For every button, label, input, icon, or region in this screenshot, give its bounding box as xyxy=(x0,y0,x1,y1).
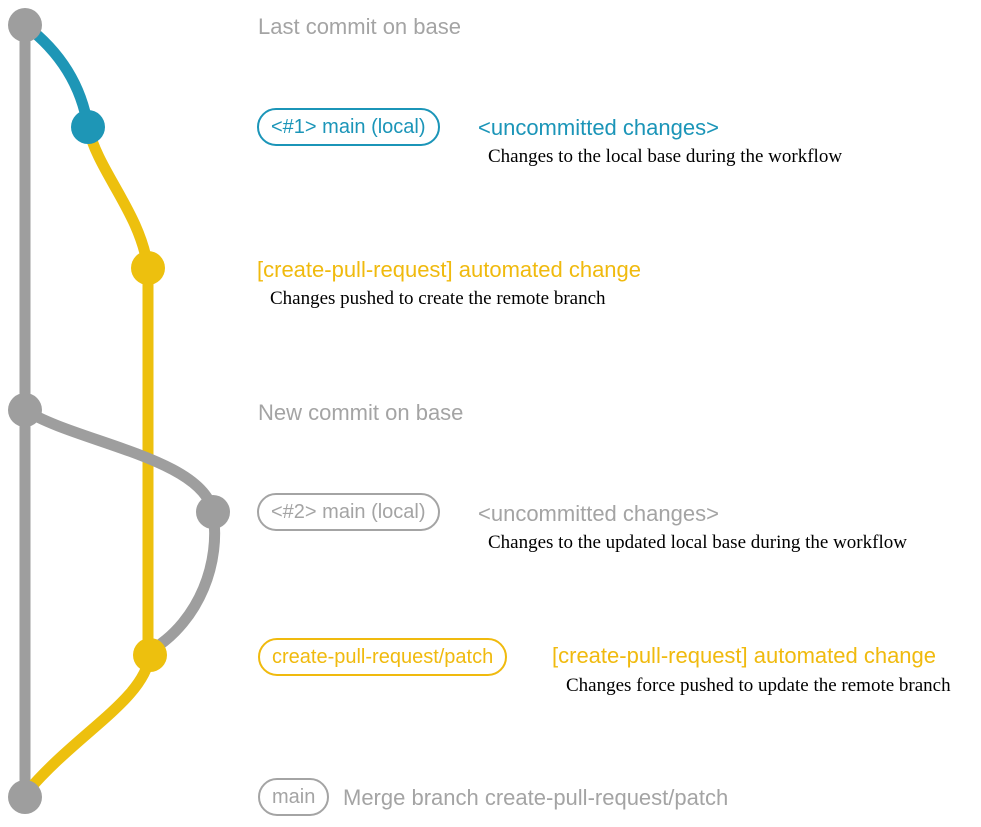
merge-branch-label: Merge branch create-pull-request/patch xyxy=(343,785,729,810)
badge-main: main xyxy=(258,778,330,816)
local-change-curve-blue xyxy=(19,19,94,133)
create-pull-request-branch-curve xyxy=(82,121,154,274)
uncommitted-changes-label-1: <uncommitted changes> xyxy=(478,115,719,140)
automated-change-label-1: [create-pull-request] automated change xyxy=(257,257,642,282)
badge-create-pull-request-patch: create-pull-request/patch xyxy=(258,638,508,676)
badge-main-local-1: <#1> main (local) xyxy=(257,108,440,146)
automated-change-description-1: Changes pushed to create the remote bran… xyxy=(270,288,606,309)
git-graph xyxy=(8,8,230,814)
commit-node-local-main-2 xyxy=(196,495,230,529)
rebase-curve-to-local-2 xyxy=(19,404,219,518)
new-commit-on-base-label: New commit on base xyxy=(258,400,464,425)
badge-main-local-2: <#2> main (local) xyxy=(257,493,440,531)
commit-node-create-pull-request-2 xyxy=(133,638,167,672)
commit-node-new-commit-on-base xyxy=(8,393,42,427)
commit-node-last-commit-on-base xyxy=(8,8,42,42)
automated-change-description-2: Changes force pushed to update the remot… xyxy=(566,675,951,696)
uncommitted-changes-description-1: Changes to the local base during the wor… xyxy=(488,146,843,167)
commit-node-create-pull-request-1 xyxy=(131,251,165,285)
force-push-curve xyxy=(146,506,221,656)
last-commit-on-base-label: Last commit on base xyxy=(258,14,461,39)
commit-node-local-main-1 xyxy=(71,110,105,144)
merge-curve xyxy=(21,649,156,798)
uncommitted-changes-label-2: <uncommitted changes> xyxy=(478,501,719,526)
automated-change-label-2: [create-pull-request] automated change xyxy=(552,643,937,668)
uncommitted-changes-description-2: Changes to the updated local base during… xyxy=(488,532,907,553)
commit-node-merge-commit xyxy=(8,780,42,814)
